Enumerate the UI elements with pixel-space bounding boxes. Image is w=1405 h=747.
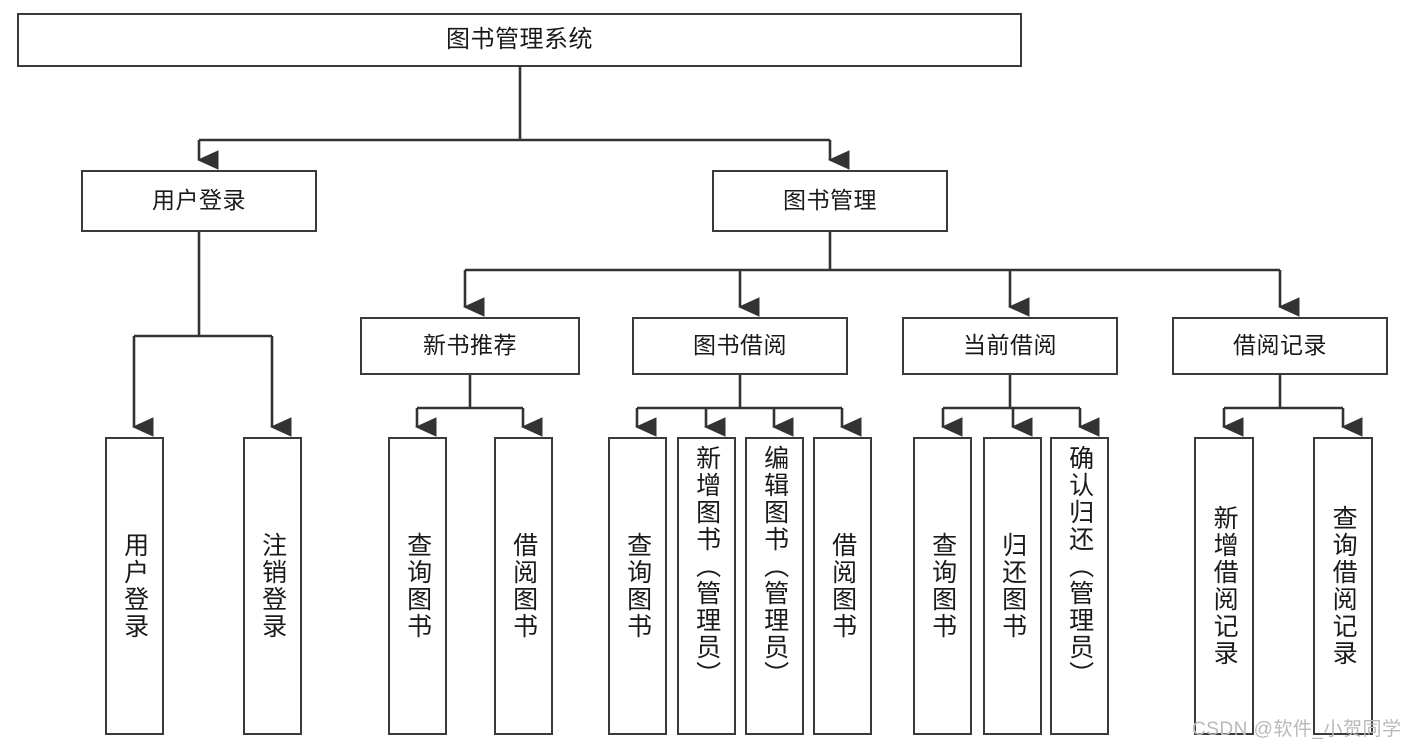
leaf-new-book-borrow[interactable]: 借阅图书 (494, 437, 553, 735)
node-label: 用户登录 (120, 532, 149, 640)
leaf-current-query-book[interactable]: 查询图书 (913, 437, 972, 735)
node-label: 图书管理系统 (446, 25, 593, 53)
leaf-borrow-edit-book-admin[interactable]: 编辑图书（管理员） (745, 437, 804, 735)
node-label: 借阅图书 (828, 532, 857, 640)
csdn-watermark: CSDN @软件_小贺同学 (1192, 719, 1402, 740)
node-user-login[interactable]: 用户登录 (81, 170, 317, 232)
leaf-borrow-borrow-book[interactable]: 借阅图书 (813, 437, 872, 735)
node-label: 确认归还（管理员） (1065, 445, 1094, 688)
leaf-record-add-record[interactable]: 新增借阅记录 (1194, 437, 1254, 735)
node-label: 新增图书（管理员） (692, 445, 721, 688)
node-label: 图书管理 (783, 187, 877, 214)
node-borrow-record[interactable]: 借阅记录 (1172, 317, 1388, 375)
node-label: 归还图书 (998, 532, 1027, 640)
node-current-borrow[interactable]: 当前借阅 (902, 317, 1118, 375)
node-label: 当前借阅 (963, 332, 1057, 359)
node-label: 用户登录 (152, 187, 246, 214)
node-label: 编辑图书（管理员） (760, 445, 789, 688)
leaf-borrow-query-book[interactable]: 查询图书 (608, 437, 667, 735)
node-label: 查询图书 (623, 532, 652, 640)
node-new-book-recommend[interactable]: 新书推荐 (360, 317, 580, 375)
node-book-management[interactable]: 图书管理 (712, 170, 948, 232)
leaf-user-login-signin[interactable]: 用户登录 (105, 437, 164, 735)
node-label: 查询图书 (928, 532, 957, 640)
node-label: 注销登录 (258, 532, 287, 640)
node-label: 新书推荐 (423, 332, 517, 359)
leaf-current-return-book[interactable]: 归还图书 (983, 437, 1042, 735)
node-root-book-management-system[interactable]: 图书管理系统 (17, 13, 1022, 67)
node-label: 查询图书 (403, 532, 432, 640)
node-label: 图书借阅 (693, 332, 787, 359)
leaf-new-book-query[interactable]: 查询图书 (388, 437, 447, 735)
leaf-record-query-record[interactable]: 查询借阅记录 (1313, 437, 1373, 735)
node-book-borrow[interactable]: 图书借阅 (632, 317, 848, 375)
node-label: 借阅图书 (509, 532, 538, 640)
leaf-current-confirm-return-admin[interactable]: 确认归还（管理员） (1050, 437, 1109, 735)
leaf-user-login-signout[interactable]: 注销登录 (243, 437, 302, 735)
node-label: 新增借阅记录 (1210, 505, 1239, 667)
leaf-borrow-add-book-admin[interactable]: 新增图书（管理员） (677, 437, 736, 735)
node-label: 借阅记录 (1233, 332, 1327, 359)
node-label: 查询借阅记录 (1329, 505, 1358, 667)
